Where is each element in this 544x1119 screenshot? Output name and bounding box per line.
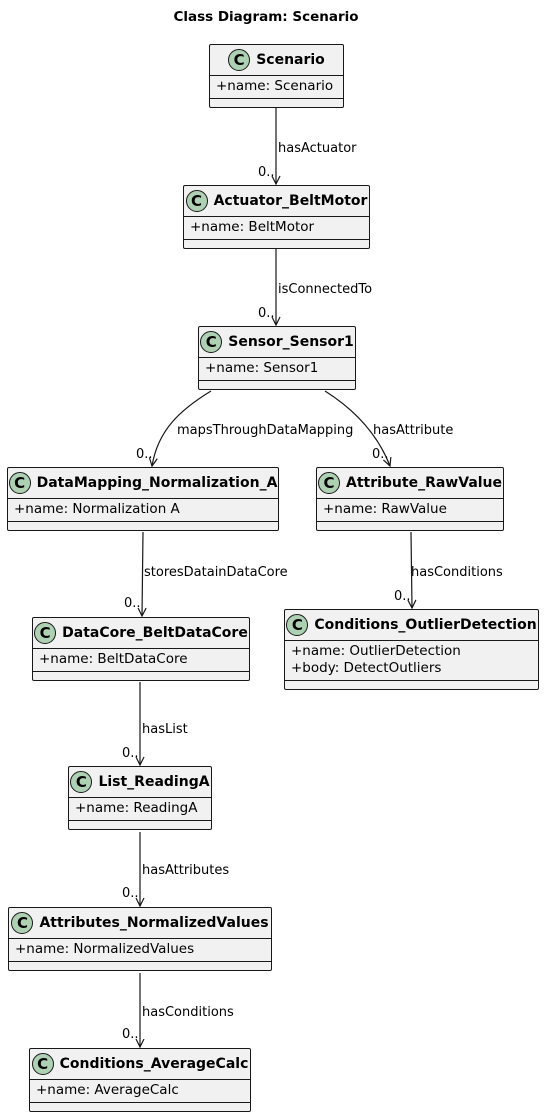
class-attribute: +name: Scenario bbox=[216, 78, 334, 94]
multiplicity-label: 0.. bbox=[122, 746, 139, 761]
class-attributes: +name: OutlierDetection +body: DetectOut… bbox=[285, 641, 538, 681]
multiplicity-label: 0.. bbox=[372, 447, 389, 462]
class-name: DataCore_BeltDataCore bbox=[62, 625, 248, 641]
class-attributes: +name: ReadingA bbox=[69, 798, 211, 821]
class-name: Sensor_Sensor1 bbox=[228, 334, 354, 350]
class-header: C Scenario bbox=[210, 45, 343, 76]
class-actuator-beltmotor[interactable]: C Actuator_BeltMotor +name: BeltMotor bbox=[183, 185, 370, 249]
class-sensor-sensor1[interactable]: C Sensor_Sensor1 +name: Sensor1 bbox=[198, 326, 356, 390]
class-attribute: +name: RawValue bbox=[323, 501, 447, 517]
edge-has-conditions-outlier[interactable] bbox=[411, 531, 412, 608]
edge-maps-through-data-mapping[interactable] bbox=[152, 390, 212, 466]
class-attributes: +name: BeltDataCore bbox=[33, 649, 249, 672]
class-name: Conditions_AverageCalc bbox=[59, 1056, 249, 1072]
class-attribute: +name: BeltDataCore bbox=[39, 651, 188, 667]
class-attribute: +name: NormalizedValues bbox=[15, 941, 195, 957]
class-scenario[interactable]: C Scenario +name: Scenario bbox=[209, 44, 344, 108]
class-attributes: +name: Scenario bbox=[210, 76, 343, 99]
multiplicity-label: 0.. bbox=[122, 886, 139, 901]
class-header: C List_ReadingA bbox=[69, 767, 211, 798]
multiplicity-label: 0.. bbox=[122, 1027, 139, 1042]
class-attributes: +name: AverageCalc bbox=[30, 1080, 250, 1103]
class-attribute: +name: Normalization A bbox=[14, 501, 180, 517]
class-c-icon: C bbox=[8, 472, 31, 494]
class-attributes: +name: Normalization A bbox=[8, 499, 278, 522]
class-c-icon: C bbox=[185, 190, 208, 212]
class-attributes-normalizedvalues[interactable]: C Attributes_NormalizedValues +name: Nor… bbox=[8, 907, 272, 971]
edge-label: hasConditions bbox=[411, 565, 503, 580]
class-name: Scenario bbox=[256, 52, 325, 68]
class-attributes: +name: BeltMotor bbox=[184, 217, 369, 240]
class-name: List_ReadingA bbox=[98, 774, 210, 790]
multiplicity-label: 0.. bbox=[136, 447, 153, 462]
class-conditions-averagecalc[interactable]: C Conditions_AverageCalc +name: AverageC… bbox=[29, 1048, 251, 1112]
class-datamapping-normalization-a[interactable]: C DataMapping_Normalization_A +name: Nor… bbox=[7, 467, 279, 531]
class-name: DataMapping_Normalization_A bbox=[36, 475, 278, 491]
class-attribute: +name: AverageCalc bbox=[36, 1082, 179, 1098]
edge-label: storesDatainDataCore bbox=[144, 565, 288, 580]
class-attribute: +name: ReadingA bbox=[75, 800, 198, 816]
class-c-icon: C bbox=[31, 1053, 54, 1075]
edge-label: hasList bbox=[142, 722, 188, 737]
edge-label: hasConditions bbox=[142, 1005, 234, 1020]
edge-stores-data-in-data-core[interactable] bbox=[142, 531, 143, 616]
class-conditions-outlierdetection[interactable]: C Conditions_OutlierDetection +name: Out… bbox=[284, 609, 539, 690]
class-header: C Conditions_AverageCalc bbox=[30, 1049, 250, 1080]
edge-label: hasAttributes bbox=[142, 863, 229, 878]
class-attributes: +name: RawValue bbox=[317, 499, 503, 522]
edge-label: hasAttribute bbox=[373, 423, 453, 438]
class-name: Attributes_NormalizedValues bbox=[39, 915, 269, 931]
class-header: C Actuator_BeltMotor bbox=[184, 186, 369, 217]
class-header: C Conditions_OutlierDetection bbox=[285, 610, 538, 641]
class-c-icon: C bbox=[11, 912, 34, 934]
class-list-readinga[interactable]: C List_ReadingA +name: ReadingA bbox=[68, 766, 212, 830]
class-header: C DataCore_BeltDataCore bbox=[33, 618, 249, 649]
class-attribute-rawvalue[interactable]: C Attribute_RawValue +name: RawValue bbox=[316, 467, 504, 531]
class-c-icon: C bbox=[228, 49, 251, 71]
class-attributes: +name: Sensor1 bbox=[199, 358, 355, 381]
class-c-icon: C bbox=[200, 331, 223, 353]
class-attributes: +name: NormalizedValues bbox=[9, 939, 271, 962]
class-name: Attribute_RawValue bbox=[345, 475, 503, 491]
class-c-icon: C bbox=[286, 614, 309, 636]
diagram-title: Class Diagram: Scenario bbox=[173, 9, 359, 25]
class-name: Actuator_BeltMotor bbox=[213, 193, 368, 209]
multiplicity-label: 0.. bbox=[258, 306, 275, 321]
edge-label: mapsThroughDataMapping bbox=[177, 423, 353, 438]
multiplicity-label: 0.. bbox=[124, 596, 141, 611]
class-attribute: +name: OutlierDetection bbox=[291, 643, 461, 659]
class-datacore-beltdatacore[interactable]: C DataCore_BeltDataCore +name: BeltDataC… bbox=[32, 617, 250, 681]
class-c-icon: C bbox=[34, 622, 57, 644]
class-header: C Attribute_RawValue bbox=[317, 468, 503, 499]
multiplicity-label: 0.. bbox=[258, 165, 275, 180]
class-attribute: +name: Sensor1 bbox=[205, 360, 319, 376]
class-name: Conditions_OutlierDetection bbox=[314, 617, 537, 633]
edge-has-attribute[interactable] bbox=[324, 390, 390, 466]
class-c-icon: C bbox=[70, 771, 93, 793]
edge-label: hasActuator bbox=[278, 141, 357, 156]
class-header: C Attributes_NormalizedValues bbox=[9, 908, 271, 939]
class-header: C DataMapping_Normalization_A bbox=[8, 468, 278, 499]
multiplicity-label: 0.. bbox=[394, 589, 411, 604]
class-attribute: +body: DetectOutliers bbox=[291, 660, 442, 676]
class-c-icon: C bbox=[317, 472, 340, 494]
edge-label: isConnectedTo bbox=[278, 282, 372, 297]
class-header: C Sensor_Sensor1 bbox=[199, 327, 355, 358]
class-attribute: +name: BeltMotor bbox=[190, 219, 315, 235]
